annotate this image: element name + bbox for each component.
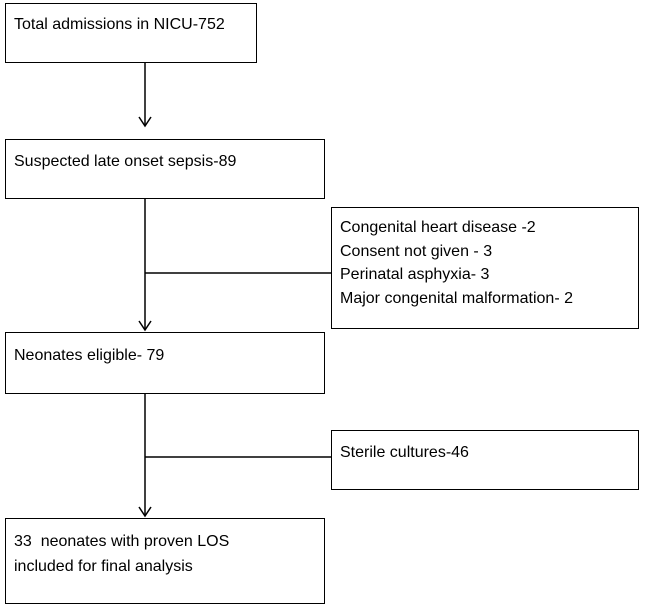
arrowhead-1 <box>138 116 152 128</box>
exclusion-item: Major congenital malformation- 2 <box>340 289 573 307</box>
final-analysis-box: 33 neonates with proven LOS included for… <box>5 518 325 604</box>
arrowhead-3 <box>138 506 152 518</box>
eligible-neonates-box: Neonates eligible- 79 <box>5 332 325 394</box>
suspected-sepsis-label: Suspected late onset sepsis-89 <box>14 153 237 170</box>
exclusion-item: Consent not given - 3 <box>340 242 493 260</box>
exclusions-list: Congenital heart disease -2 Consent not … <box>340 216 573 310</box>
exclusion-item: Perinatal asphyxia- 3 <box>340 266 490 283</box>
final-analysis-text: 33 neonates with proven LOS included for… <box>14 529 229 579</box>
exclusion-item: Congenital heart disease -2 <box>340 219 536 236</box>
sterile-cultures-box: Sterile cultures-46 <box>331 430 639 490</box>
final-analysis-line: included for final analysis <box>14 558 193 575</box>
sterile-cultures-label: Sterile cultures-46 <box>340 444 469 461</box>
total-admissions-label: Total admissions in NICU-752 <box>14 16 225 33</box>
final-analysis-line: 33 neonates with proven LOS <box>14 533 230 550</box>
suspected-sepsis-box: Suspected late onset sepsis-89 <box>5 139 325 199</box>
eligible-neonates-label: Neonates eligible- 79 <box>14 347 165 364</box>
total-admissions-box: Total admissions in NICU-752 <box>5 3 257 63</box>
exclusions-box: Congenital heart disease -2 Consent not … <box>331 207 639 329</box>
arrowhead-2 <box>138 320 152 332</box>
